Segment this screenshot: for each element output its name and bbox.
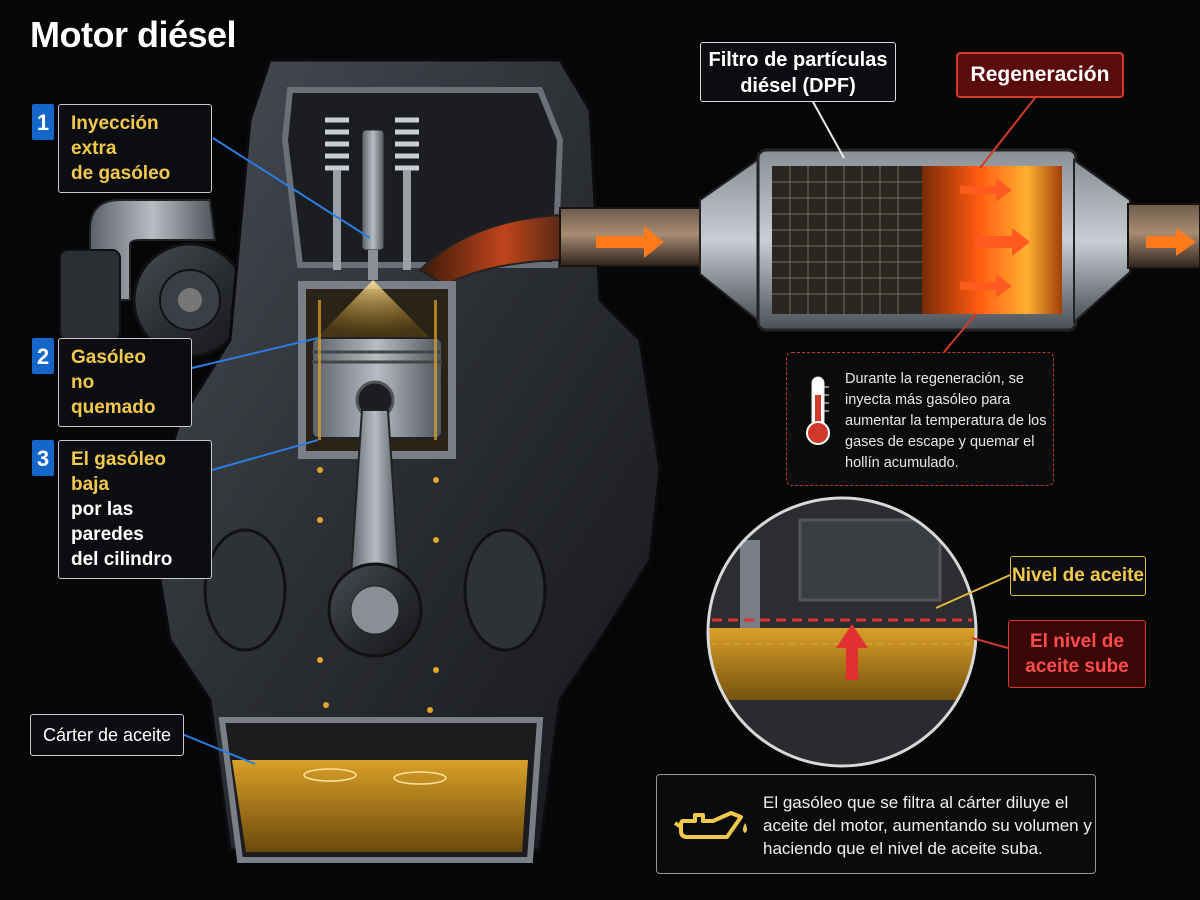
callout-3-text: El gasóleo baja por las paredes del cili… — [58, 440, 212, 579]
oil-sump — [218, 717, 544, 863]
callout-2-line1: Gasóleo — [71, 347, 146, 368]
turbocharger — [59, 199, 248, 358]
dpf-label-line2: diésel (DPF) — [740, 75, 856, 97]
dpf-outlet-cone — [1073, 158, 1131, 325]
oil-level-zoom — [706, 496, 978, 768]
callout-number-3: 3 — [32, 440, 54, 476]
fuel-injector — [361, 129, 385, 280]
oil-can-icon — [673, 811, 747, 839]
dpf-inlet-cone — [699, 156, 761, 325]
callout-1-text: Inyección extra de gasóleo — [58, 104, 212, 193]
oil-dilution-text: El gasóleo que se filtra al cárter diluy… — [763, 793, 1092, 858]
callout-3-line2: por las paredes — [71, 499, 144, 545]
dpf-label-line1: Filtro de partículas — [708, 49, 888, 71]
regeneration-note-text: Durante la regeneración, se inyecta más … — [845, 371, 1047, 471]
oil-rise-line1: El nivel de — [1030, 631, 1124, 652]
callout-2-text: Gasóleo no quemado — [58, 338, 192, 427]
thermometer-icon — [806, 376, 830, 445]
oil-dilution-note: El gasóleo que se filtra al cárter diluy… — [656, 774, 1096, 874]
dpf-label: Filtro de partículas diésel (DPF) — [700, 42, 896, 102]
callout-unburned-diesel: 2 Gasóleo no quemado — [32, 338, 192, 427]
leader-lines — [181, 93, 1039, 765]
regeneration-label: Regeneración — [956, 52, 1124, 98]
oil-rise-line2: aceite sube — [1025, 656, 1129, 677]
page-title: Motor diésel — [30, 14, 237, 55]
dpf-grid — [772, 166, 922, 314]
oil-rise-label: El nivel de aceite sube — [1008, 620, 1146, 688]
callout-1-line1: Inyección extra — [71, 113, 159, 159]
cylinder-head — [281, 87, 564, 268]
callout-1-line2: de gasóleo — [71, 163, 171, 184]
fuel-spray — [315, 280, 432, 340]
regeneration-note: Durante la regeneración, se inyecta más … — [786, 352, 1054, 486]
callout-cylinder-walls: 3 El gasóleo baja por las paredes del ci… — [32, 440, 212, 579]
arrow-right-icon — [596, 178, 1196, 298]
crankshaft — [203, 528, 547, 658]
dpf-soot-core — [772, 166, 922, 314]
callout-number-2: 2 — [32, 338, 54, 374]
callout-number-1: 1 — [32, 104, 54, 140]
arrow-up-icon — [836, 624, 868, 680]
callout-2-line2: no quemado — [71, 372, 156, 418]
oil-level-label: Nivel de aceite — [1010, 556, 1146, 596]
callout-extra-injection: 1 Inyección extra de gasóleo — [32, 104, 212, 193]
callout-3-line3: del cilindro — [71, 549, 173, 570]
valve-springs — [325, 117, 419, 171]
oil-sump-label: Cárter de aceite — [30, 714, 184, 756]
callout-3-line1: El gasóleo baja — [71, 449, 167, 495]
